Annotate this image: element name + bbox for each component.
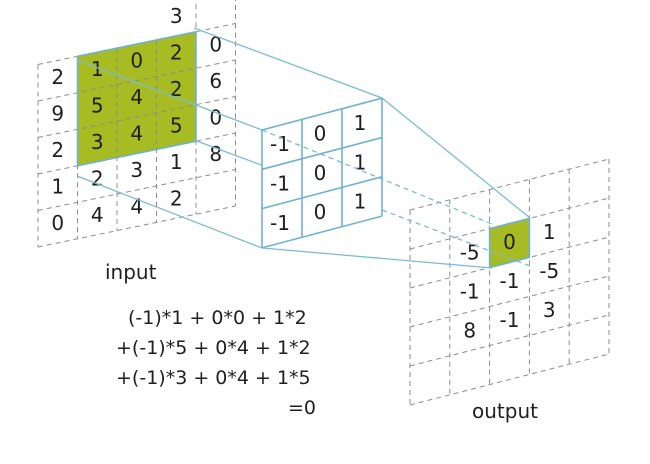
grid-line	[261, 176, 383, 210]
output-label: output	[472, 399, 538, 423]
cell-value: -1	[270, 171, 290, 195]
cell-value: 0	[51, 211, 64, 235]
cell-value: 2	[170, 41, 183, 65]
cell-value: 1	[543, 220, 556, 244]
output-cell-highlight	[489, 218, 530, 268]
cell-value: 8	[463, 318, 476, 342]
projection-lines-output	[261, 97, 531, 269]
grid-line	[409, 353, 610, 406]
equation: (-1)*1 + 0*0 + 1*2 +(-1)*5 + 0*4 + 1*2 +…	[116, 307, 316, 419]
input-grid	[37, 0, 236, 248]
grid-line	[261, 215, 383, 249]
cell-value: 2	[170, 77, 183, 101]
kernel-values: -1 0 1 -1 0 1 -1 0 1	[270, 111, 366, 235]
cell-value: -1	[270, 211, 290, 235]
cell-value: -1	[500, 269, 520, 293]
cell-value: -1	[500, 308, 520, 332]
cell-value: 2	[51, 65, 64, 89]
cell-value: 6	[209, 69, 222, 93]
grid-line	[409, 158, 610, 211]
cell-value: 0	[314, 161, 327, 185]
cell-value: -1	[270, 132, 290, 156]
cell-value: 0	[503, 230, 516, 254]
cell-value: 1	[354, 111, 367, 135]
output-cell-border	[488, 217, 531, 269]
cell-value: 4	[130, 122, 143, 146]
cell-value: 1	[91, 57, 104, 81]
cell-value: 0	[314, 200, 327, 224]
cell-value: 2	[170, 187, 183, 211]
grid-line	[409, 314, 610, 367]
cell-value: 2	[91, 166, 104, 190]
cell-value: 0	[314, 122, 327, 146]
cell-value: 0	[209, 32, 222, 56]
grid-line	[261, 136, 383, 171]
cell-value: -5	[460, 240, 480, 264]
equation-line-1: (-1)*1 + 0*0 + 1*2	[128, 307, 307, 329]
cell-value: 3	[170, 4, 183, 28]
cell-value: 1	[51, 175, 64, 199]
output-grid	[409, 158, 610, 406]
grid-line	[37, 96, 236, 138]
kernel-grid	[261, 97, 383, 249]
grid-line	[409, 275, 610, 328]
cell-value: 3	[543, 298, 556, 322]
cell-value: 8	[209, 142, 222, 166]
cell-value: 3	[91, 130, 104, 154]
equation-line-2: +(-1)*5 + 0*4 + 1*2	[116, 337, 311, 359]
grid-line	[37, 169, 236, 211]
cell-value: 4	[91, 203, 104, 227]
cell-value: 1	[354, 150, 367, 174]
cell-value: 1	[354, 190, 367, 214]
cell-value: 0	[209, 105, 222, 129]
equation-line-4: =0	[288, 397, 316, 419]
kernel-background	[262, 98, 382, 248]
input-label: input	[105, 260, 157, 284]
cell-value: 9	[51, 102, 64, 126]
cell-value: 4	[130, 85, 143, 109]
grid-line	[261, 97, 383, 131]
output-values: -5 0 1 -1 -1 -5 8 -1 3	[460, 220, 560, 342]
grid-line	[37, 59, 236, 102]
cell-value: 5	[91, 93, 104, 117]
cell-value: 5	[170, 114, 183, 138]
cell-value: 2	[51, 138, 64, 162]
cell-value: -5	[539, 259, 559, 283]
cell-value: 0	[130, 49, 143, 73]
grid-line	[37, 205, 236, 248]
input-values: 3 2 1 0 2 0 9 5 4 2 6 2 3 4 5 0 1 2 3 1 8 0 4 4 2	[51, 4, 222, 235]
cell-value: 4	[130, 195, 143, 219]
equation-line-3: +(-1)*3 + 0*4 + 1*5	[116, 367, 311, 389]
cell-value: 3	[130, 158, 143, 182]
receptive-field-highlight	[77, 31, 196, 166]
cell-value: -1	[460, 279, 480, 303]
cell-value: 1	[170, 150, 183, 174]
